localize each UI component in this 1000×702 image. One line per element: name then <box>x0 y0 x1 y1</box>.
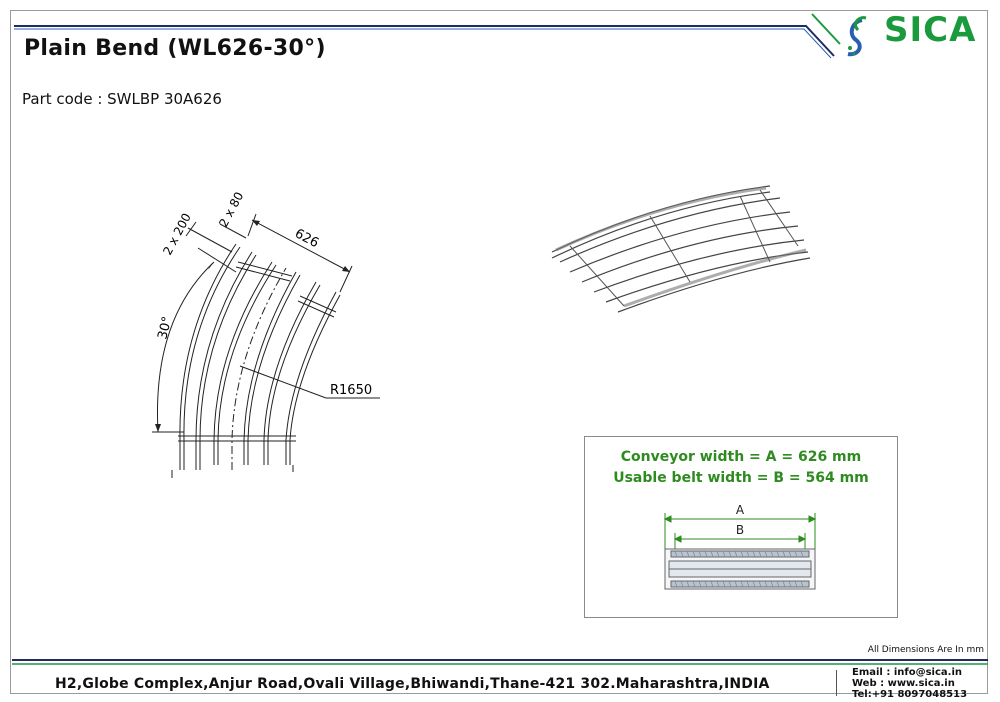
contact-email[interactable]: Email : info@sica.in <box>852 667 962 678</box>
usable-belt-width-text: Usable belt width = B = 564 mm <box>613 470 869 486</box>
belt-section-diagram: A B <box>663 503 817 590</box>
contact-block: Email : info@sica.in Web : www.sica.in T… <box>852 667 967 700</box>
footer-divider <box>836 670 837 696</box>
contact-web[interactable]: Web : www.sica.in <box>852 678 955 689</box>
dim-626-label: 626 <box>292 226 321 251</box>
conveyor-width-text: Conveyor width = A = 626 mm <box>620 449 862 465</box>
dim-2x80-label: 2 x 80 <box>216 190 246 230</box>
section-label-b: B <box>736 523 744 537</box>
page-border <box>10 10 988 694</box>
dim-angle-label: 30° <box>155 315 175 341</box>
section-label-a: A <box>736 503 745 517</box>
brand-name: SICA <box>884 10 977 50</box>
company-address: H2,Globe Complex,Anjur Road,Ovali Villag… <box>55 676 770 692</box>
header-lines <box>14 13 841 59</box>
contact-tel: Tel:+91 8097048513 <box>852 689 968 700</box>
dim-radius-label: R1650 <box>330 383 372 398</box>
sica-logo-icon <box>847 16 867 57</box>
part-code: Part code : SWLBP 30A626 <box>22 90 222 108</box>
dimensions-note: All Dimensions Are In mm <box>867 645 984 655</box>
spec-box: Conveyor width = A = 626 mm Usable belt … <box>584 436 898 618</box>
bend-isometric-view <box>551 185 811 313</box>
bend-2d-drawing: 2 x 200 2 x 80 626 30° R1650 <box>152 190 380 478</box>
page-title: Plain Bend (WL626-30°) <box>24 36 326 61</box>
dim-2x200-label: 2 x 200 <box>160 211 194 258</box>
